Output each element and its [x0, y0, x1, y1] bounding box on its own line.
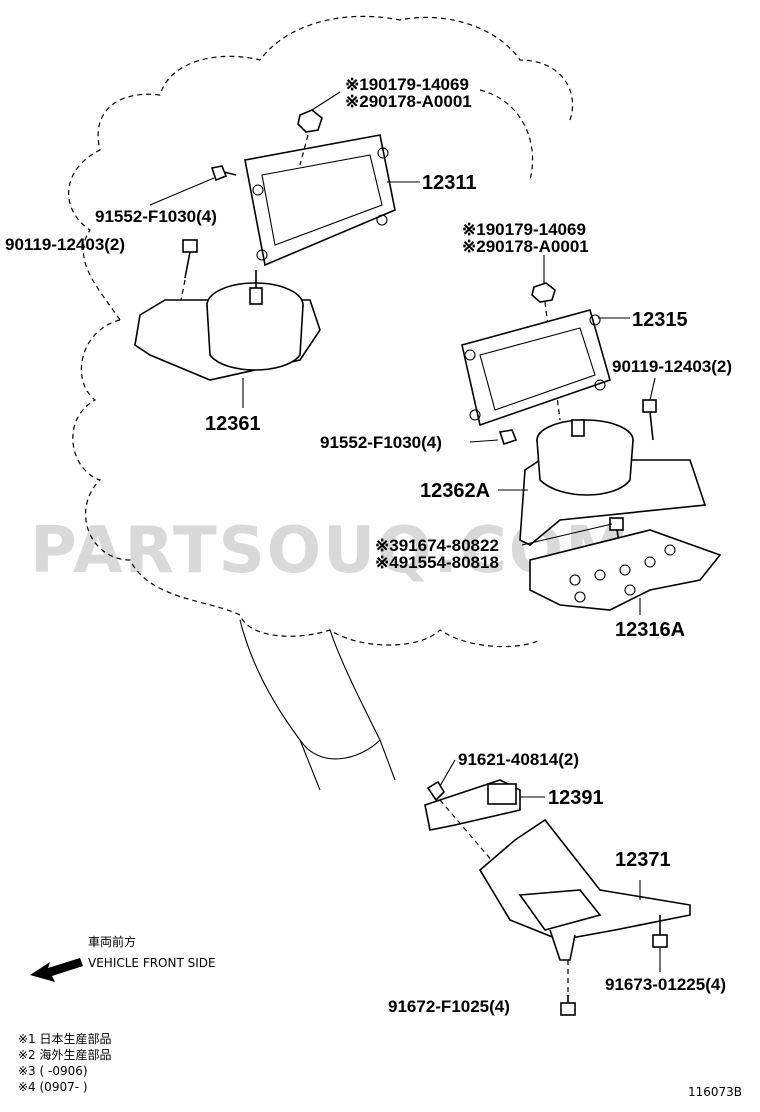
nut-top-icon — [297, 109, 323, 133]
leader-nut-top — [311, 91, 341, 111]
leader-91621 — [439, 759, 456, 787]
label-90119-b: 90119-12403(2) — [612, 357, 732, 376]
bolt-90119-a-icon — [182, 239, 198, 279]
bolt-91673-icon — [652, 915, 668, 948]
label-12371: 12371 — [615, 849, 671, 871]
bolt-91552-b-icon — [498, 429, 518, 446]
dash-12391 — [439, 799, 501, 871]
label-91552-b: 91552-F1030(4) — [320, 433, 442, 452]
leader-91674 — [521, 523, 613, 546]
diagram-id: 116073B — [688, 1085, 742, 1099]
label-12391: 12391 — [548, 787, 604, 809]
engine-lower-outline — [239, 619, 381, 760]
note-4: ※4 (0907- ) — [18, 1080, 88, 1094]
label-12315: 12315 — [632, 309, 688, 331]
leader-91552-a — [149, 177, 215, 206]
bolt-91621-icon — [426, 780, 446, 802]
bracket-12315-drawing — [461, 309, 611, 427]
engine-outline — [68, 15, 574, 648]
stopper-12391-drawing — [424, 779, 521, 831]
label-nut-mid-2: ※290178-A0001 — [462, 237, 589, 256]
engine-shaft — [299, 739, 396, 791]
label-90119-a: 90119-12403(2) — [5, 235, 125, 254]
label-91674: ※391674-80822 — [375, 536, 499, 555]
label-91554: ※491554-80818 — [375, 553, 499, 572]
label-12311: 12311 — [422, 172, 477, 194]
nut-mid-icon — [531, 282, 556, 303]
leader-91552-b — [469, 439, 499, 443]
mount-12362a-drawing — [519, 419, 707, 546]
bolt-90119-b-icon — [642, 399, 657, 441]
front-arrow-icon — [30, 958, 83, 982]
note-2: ※2 海外生産部品 — [18, 1047, 112, 1062]
bolt-91672-icon — [560, 995, 576, 1016]
plate-12316a-drawing — [529, 529, 722, 611]
label-nut-mid-1: ※190179-14069 — [462, 220, 586, 239]
bolt-91552-a-icon — [210, 165, 237, 182]
label-nut-top-1: ※190179-14069 — [345, 75, 469, 94]
label-nut-top-2: ※290178-A0001 — [345, 92, 472, 111]
mount-12361-drawing — [134, 270, 321, 381]
mount-12371-drawing — [478, 818, 691, 961]
front-side-label-en: VEHICLE FRONT SIDE — [88, 956, 216, 970]
label-91672: 91672-F1025(4) — [388, 997, 510, 1016]
label-12361: 12361 — [205, 413, 261, 435]
note-3: ※3 ( -0906) — [18, 1064, 88, 1078]
bracket-12311-drawing — [244, 134, 396, 267]
label-91552-a: 91552-F1030(4) — [95, 207, 217, 226]
leader-90119-b — [649, 377, 656, 401]
label-12316a: 12316A — [615, 619, 685, 641]
label-91673: 91673-01225(4) — [605, 975, 726, 994]
label-91621: 91621-40814(2) — [458, 750, 579, 769]
front-side-label-jp: 車両前方 — [88, 934, 136, 949]
note-1: ※1 日本生産部品 — [18, 1031, 112, 1046]
label-12362a: 12362A — [420, 480, 490, 502]
